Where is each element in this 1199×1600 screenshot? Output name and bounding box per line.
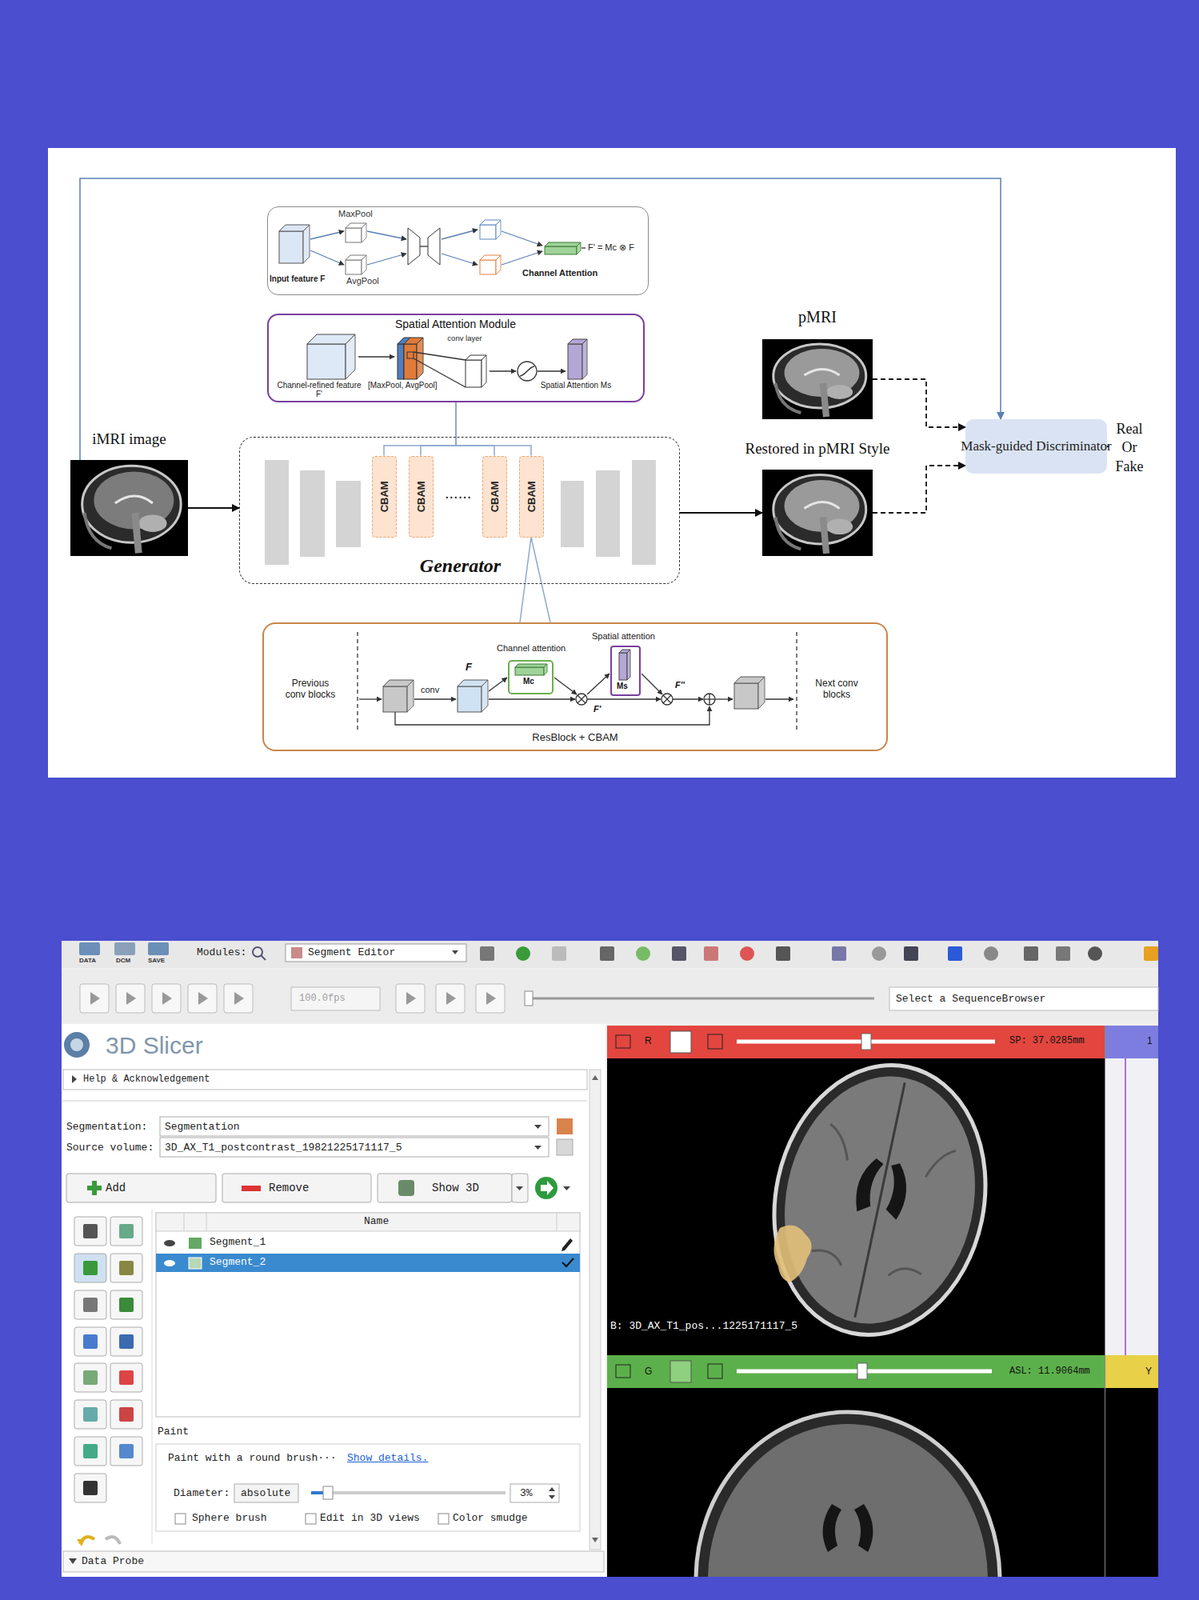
node-text: F [465,660,472,674]
connector [79,178,1001,460]
node-text: Real Or Fake [1108,419,1151,476]
node-text: Restored in pMRI Style [717,439,918,459]
resblock-cbam-box: Previous conv blocks conv F Channel attenti… [262,622,888,752]
ui-text: R [644,1035,652,1047]
node-text: Next conv blocks [807,678,866,701]
ui-text: SAVE [147,956,165,965]
ui-text: DCM [115,956,131,965]
ui-text: Paint [157,1425,189,1439]
cbam-block: CBAM [519,455,544,538]
node-text: F' = Mc ⊗ F [587,242,635,253]
node-text: Channel-refined feature F' [276,380,362,399]
ui-text: Name [363,1214,389,1228]
ui-text: Source volume: [66,1141,154,1155]
mri-image: pMRI [762,339,873,420]
ui-text: Remove [268,1181,309,1196]
ui-text: 100.0fps [299,992,346,1004]
ui-text: Show 3D [431,1181,480,1196]
ui-text: Select a SequenceBrowser [895,992,1046,1006]
cbam-block: CBAM [408,455,434,538]
node-text: [MaxPool, AvgPool] [367,380,438,391]
figure-panel [47,147,1176,778]
ui-text: G [644,1365,652,1377]
ui-text: Y [1145,1365,1152,1377]
discriminator-box: Mask-guided Discriminator [965,419,1108,474]
ui-text: SP: 37.0285mm [1009,1035,1085,1047]
node-text: CBAM [487,480,501,512]
ui-text: 3% [519,1486,533,1500]
connector [420,402,456,456]
node-text: CBAM [377,480,391,512]
node-text: ResBlock + CBAM [263,731,887,744]
ui-text: Edit in 3D views [319,1511,420,1525]
cbam-block: CBAM [482,455,508,538]
ui-text: Help & Acknowledgement [83,1073,210,1085]
node-text: Generator [351,554,569,578]
node-text: Spatial Attention Module [268,317,643,332]
generator-box: Generator CBAM CBAM CBAM CBAM [239,436,680,584]
spatial-attention-module: Spatial Attention ModuleChannel-refined … [267,313,645,403]
node-text: Spatial attention [591,631,656,642]
ui-text: Modules: [196,946,247,960]
node-text: CBAM [414,480,428,512]
connector [383,402,456,456]
cbam-block: CBAM [371,455,397,538]
connector [187,507,240,509]
node-text: F'' [675,679,685,691]
node-text: pMRI [737,307,898,327]
ui-text: Segmentation: [66,1120,148,1134]
mri-image: iMRI image [70,459,188,556]
ui-text: B: 3D_AX_T1_pos...1225171117_5 [610,1319,798,1333]
ui-text: Data Probe [81,1554,144,1568]
connector [455,402,495,456]
node-text: AvgPool [346,275,380,287]
node-text: F' [593,703,601,715]
ui-text: DATA [79,956,96,965]
ellipsis-mark: ...... [444,483,472,503]
node-text: Ms [616,681,628,692]
node-text: conv [420,684,440,696]
ui-text: 3D Slicer [105,1031,204,1060]
slicer-screenshot [61,940,1159,1600]
node-text: Input feature F [269,274,325,284]
connector [519,537,551,624]
node-text: Channel attention [496,643,566,654]
ui-text: Sphere brush [191,1511,268,1525]
mri-image: Restored in pMRI Style [762,469,873,556]
ui-text: Segmentation [164,1120,240,1134]
node-text: Mc [523,676,535,687]
ui-text: Segment_1 [209,1235,266,1249]
ui-text: Segment Editor [307,946,396,960]
channel-attention-module: Input feature F MaxPoolAvgPool Channel Att… [267,206,649,296]
ui-text: Add [105,1181,126,1196]
node-text: conv layer [446,334,484,343]
ui-text: Paint with a round brush··· [167,1451,337,1465]
ui-text: absolute [240,1486,291,1500]
node-text: CBAM [524,480,538,512]
ui-text: Show details. [347,1451,428,1465]
node-text: MaxPool [338,208,373,220]
connector [455,402,532,456]
connector [679,511,763,514]
node-text: iMRI image [46,430,212,449]
ui-text: ASL: 11.9064mm [1009,1365,1091,1377]
connector [872,465,966,513]
mri-image-art [762,339,873,420]
ui-text: Diameter: [173,1486,230,1500]
mri-image-art [70,459,188,556]
node-text: Channel Attention [522,267,598,279]
output-label: Real Or Fake [1108,414,1151,482]
ui-text: Segment_2 [209,1255,266,1269]
node-text: Previous conv blocks [281,678,340,701]
ui-text: Color smudge [452,1511,528,1525]
mri-image-art [762,469,873,556]
connector [872,379,966,428]
node-text: Spatial Attention Ms [539,380,613,390]
node-text: Mask-guided Discriminator [960,437,1112,455]
ui-text: 3D_AX_T1_postcontrast_19821225171117_5 [164,1141,402,1155]
ui-text: 1 [1147,1035,1153,1047]
